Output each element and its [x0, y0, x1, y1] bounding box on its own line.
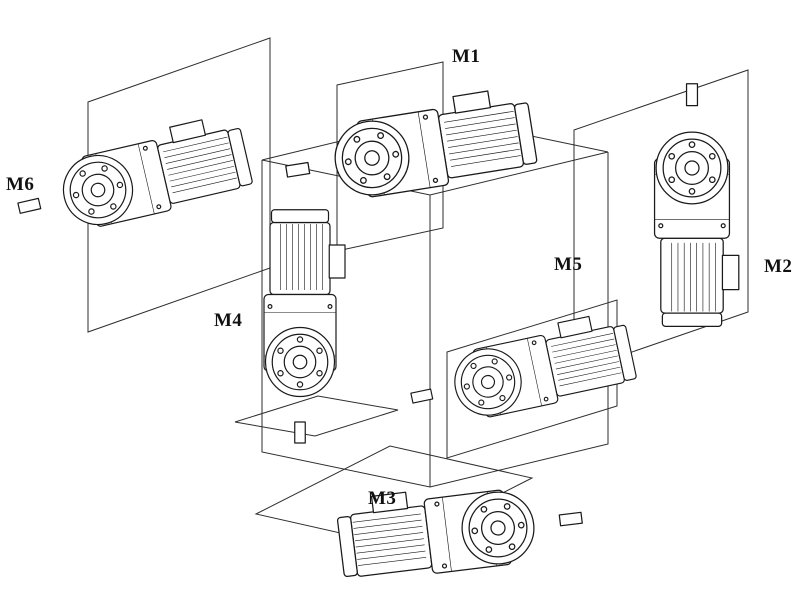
panel-m1 — [336, 61, 444, 252]
gearmotor-m4 — [263, 209, 346, 444]
label-m4: M4 — [214, 310, 243, 331]
gearmotor-m1 — [278, 84, 540, 211]
label-m2: M2 — [764, 256, 793, 277]
panel-m5 — [446, 299, 618, 459]
gearmotor-m5 — [402, 308, 639, 433]
gearmotor-m6 — [8, 111, 256, 244]
gearmotor-m2 — [653, 83, 740, 327]
label-m5: M5 — [554, 254, 583, 275]
panel-m4 — [234, 395, 399, 437]
label-m3: M3 — [368, 488, 397, 509]
label-m6: M6 — [6, 174, 35, 195]
label-m1: M1 — [452, 46, 481, 67]
